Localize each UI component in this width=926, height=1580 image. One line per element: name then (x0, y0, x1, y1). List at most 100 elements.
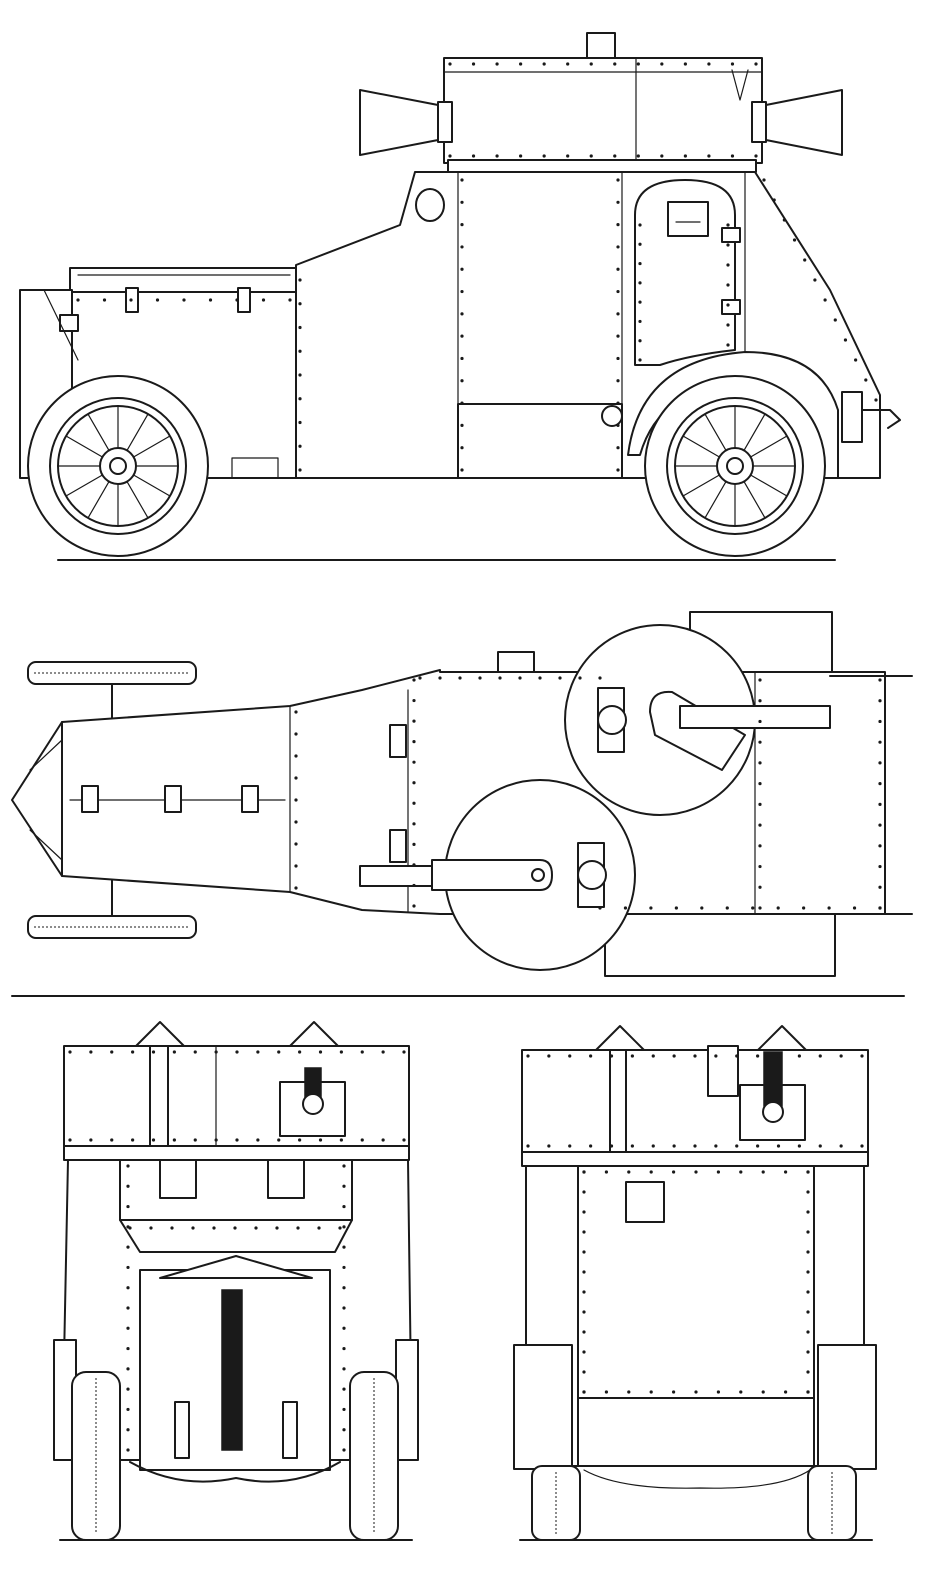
rivet (878, 802, 882, 806)
rivet (342, 1204, 346, 1209)
rivet (776, 1054, 781, 1058)
rivet (381, 1138, 385, 1142)
top-turret-front (359, 779, 636, 971)
rivet (460, 267, 464, 271)
rivet (360, 1050, 364, 1054)
rivet (412, 822, 416, 826)
rivet (613, 154, 617, 158)
rivet (797, 1144, 801, 1148)
wheel-spoke (132, 435, 171, 458)
rivet (878, 864, 882, 869)
rivet (833, 318, 837, 322)
rivet (568, 1054, 572, 1058)
rivet (806, 1370, 810, 1374)
wheel-spoke (65, 435, 104, 458)
rivet (412, 698, 416, 703)
rivet (342, 1265, 346, 1270)
rivet (758, 782, 762, 786)
turret-ring (447, 159, 757, 173)
rivet (772, 198, 776, 202)
rivet (460, 178, 464, 182)
rivet (402, 1050, 406, 1054)
rivet (342, 1184, 346, 1188)
rivet (126, 1367, 130, 1371)
rivet (126, 1326, 130, 1330)
rivet (730, 154, 735, 158)
rivet (519, 154, 523, 158)
rivet (860, 1054, 864, 1058)
rivet (261, 298, 266, 302)
rivet (578, 676, 582, 680)
rivet (638, 339, 642, 343)
rivet (616, 178, 620, 182)
rivet (318, 1050, 323, 1054)
rivet (296, 1226, 300, 1230)
rivet (735, 1144, 739, 1148)
rivet (616, 200, 620, 204)
rivet (212, 1226, 216, 1230)
rivet (172, 1138, 176, 1142)
rivet (288, 298, 292, 302)
rivet (806, 1210, 810, 1214)
rivet (707, 154, 711, 158)
rivet (762, 178, 766, 182)
rivet (256, 1138, 260, 1142)
rivet (495, 154, 499, 158)
top-nose (11, 721, 63, 877)
rivet (460, 356, 464, 361)
rivet (256, 1050, 260, 1054)
rivet (609, 1144, 614, 1148)
rivet (638, 300, 642, 304)
rivet (412, 842, 416, 846)
rivet (735, 1054, 739, 1058)
rivet (418, 676, 422, 680)
rivet (131, 1138, 135, 1142)
rivet (638, 261, 642, 266)
rivet (149, 1226, 153, 1230)
rivet (751, 906, 755, 910)
rivet (616, 401, 620, 405)
rivet (852, 906, 857, 910)
rivet (878, 678, 882, 682)
rivet (342, 1367, 346, 1371)
rivet (754, 62, 758, 66)
wheel-spoke (126, 413, 149, 452)
rivet (672, 1390, 676, 1394)
wheel-spoke (704, 480, 727, 519)
top-turret-rear (564, 624, 831, 816)
rivet (68, 1138, 72, 1142)
rivet (616, 423, 620, 427)
rivet (566, 62, 570, 66)
rivet (110, 1050, 114, 1054)
rear-wheel (644, 375, 826, 557)
rivet (338, 1226, 342, 1230)
side-vision-port (415, 188, 445, 222)
rivet (460, 401, 464, 405)
rivet (342, 1428, 346, 1432)
wheel-spoke (743, 480, 766, 519)
rivet (878, 719, 882, 724)
rivet (726, 223, 730, 227)
rivet (471, 62, 476, 66)
rivet (792, 238, 797, 242)
rivet (813, 278, 817, 282)
rivet (542, 62, 546, 66)
rivet (448, 62, 452, 66)
rivet (126, 1346, 130, 1351)
rivet (566, 154, 570, 158)
rivet (758, 678, 762, 682)
rivet (716, 1170, 721, 1174)
rivet (806, 1170, 810, 1174)
rear-tyre-right (807, 1465, 857, 1541)
rivet (604, 1170, 609, 1174)
rivet (623, 906, 628, 910)
rivet (660, 62, 664, 66)
rivet (672, 1170, 676, 1174)
rivet (214, 1138, 218, 1142)
rivet (726, 323, 730, 327)
rivet (636, 62, 640, 66)
rivet (412, 760, 416, 764)
rivet (294, 864, 298, 868)
rivet (776, 906, 780, 910)
rivet (582, 1270, 586, 1274)
